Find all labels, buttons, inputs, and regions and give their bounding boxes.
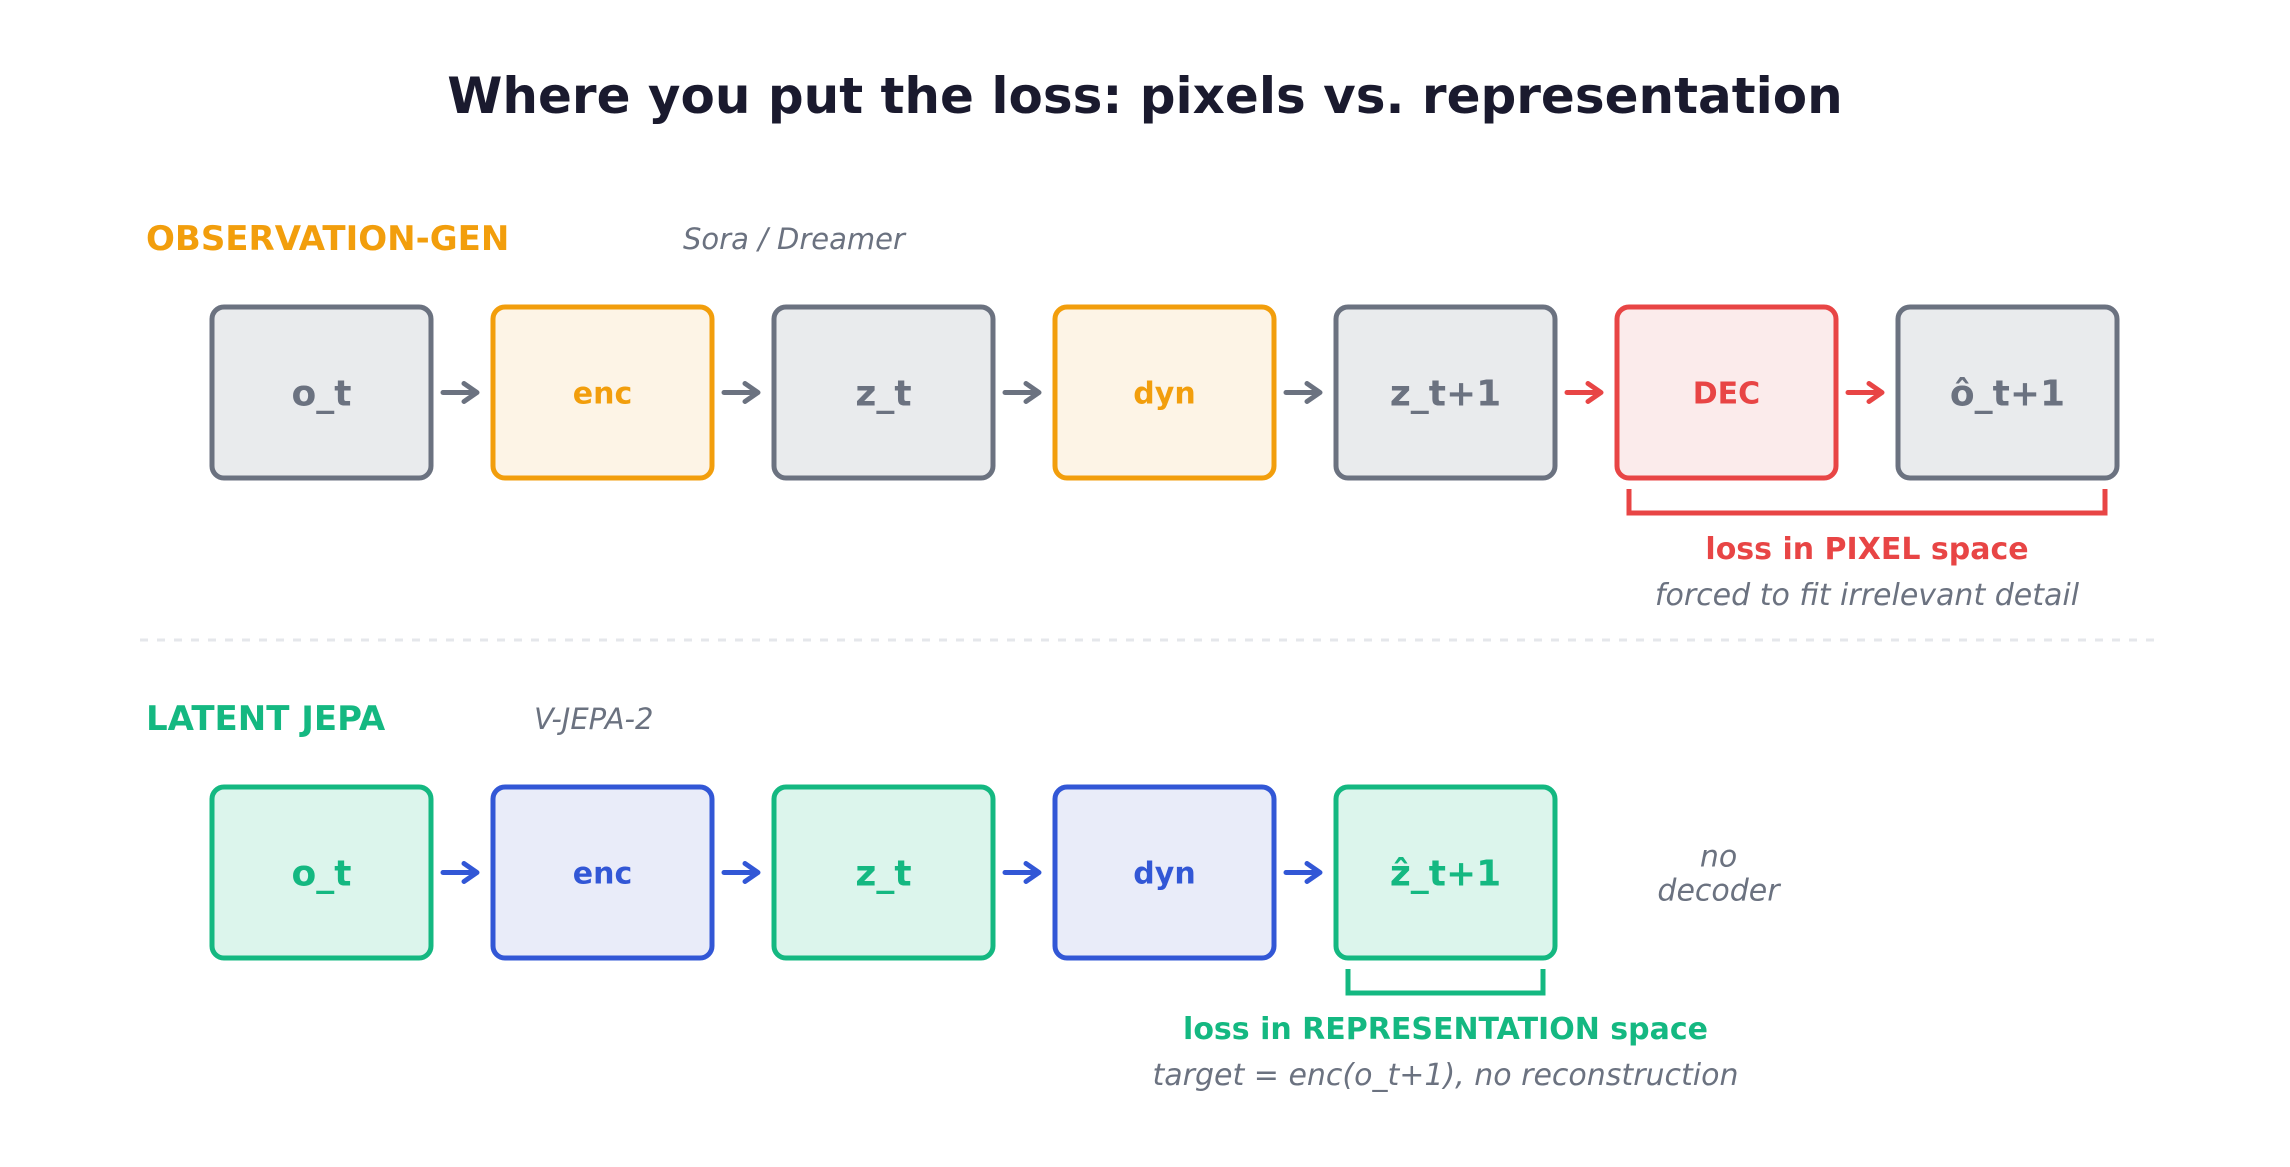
node-z-t-box: z_t bbox=[771, 304, 996, 481]
node-label: ẑ_t+1 bbox=[1390, 854, 1501, 895]
flow-arrow bbox=[1002, 381, 1042, 404]
node-dec-box: DEC bbox=[1614, 304, 1839, 481]
node-label: z_t bbox=[855, 854, 911, 895]
flow-arrow bbox=[1564, 381, 1604, 404]
node-label: o_t bbox=[292, 374, 352, 415]
node-label: z_t+1 bbox=[1390, 374, 1501, 415]
section-subtitle: Sora / Dreamer bbox=[683, 222, 907, 256]
flow-arrow bbox=[1283, 381, 1323, 404]
node-dyn-box: dyn bbox=[1052, 784, 1277, 961]
flow-arrow bbox=[1002, 861, 1042, 884]
node-label: enc bbox=[573, 857, 633, 892]
section-subtitle: V-JEPA-2 bbox=[534, 702, 653, 736]
node-z-t-box: z_t bbox=[771, 784, 996, 961]
flow-arrow bbox=[721, 381, 761, 404]
node-label: o_t bbox=[292, 854, 352, 895]
node-label: dyn bbox=[1133, 377, 1195, 412]
node-enc-box: enc bbox=[490, 304, 715, 481]
node-label: z_t bbox=[855, 374, 911, 415]
node-z-t-1-box: z_t+1 bbox=[1333, 304, 1558, 481]
node-enc-box: enc bbox=[490, 784, 715, 961]
node-t-1-box: ô_t+1 bbox=[1895, 304, 2120, 481]
section-label: OBSERVATION-GEN bbox=[146, 219, 509, 259]
node-o-t-box: o_t bbox=[209, 784, 434, 961]
node-label: enc bbox=[573, 377, 633, 412]
loss-bracket bbox=[1345, 969, 1546, 996]
node-o-t-box: o_t bbox=[209, 304, 434, 481]
node-label: dyn bbox=[1133, 857, 1195, 892]
node-label: DEC bbox=[1693, 377, 1760, 412]
section-observation-gen: OBSERVATION-GEN Sora / Dreamer o_t enc z_t dy… bbox=[146, 219, 2120, 613]
loss-note: forced to fit irrelevant detail bbox=[1655, 578, 2080, 613]
flow-arrow bbox=[721, 861, 761, 884]
loss-label: loss in PIXEL space bbox=[1705, 532, 2028, 567]
node-dyn-box: dyn bbox=[1052, 304, 1277, 481]
loss-bracket bbox=[1626, 489, 2108, 516]
loss-note: target = enc(o_t+1), no reconstruction bbox=[1153, 1058, 1739, 1093]
flow-arrow bbox=[1283, 861, 1323, 884]
loss-label: loss in REPRESENTATION space bbox=[1183, 1012, 1708, 1047]
flow-arrow bbox=[440, 381, 480, 404]
section-latent-jepa: LATENT JEPA V-JEPA-2 o_t enc z_t dyn ẑ_t+1loss… bbox=[146, 699, 1781, 1093]
flow-arrow bbox=[440, 861, 480, 884]
node-label: ô_t+1 bbox=[1950, 374, 2065, 415]
note-line: decoder bbox=[1657, 874, 1781, 909]
section-label: LATENT JEPA bbox=[146, 699, 386, 739]
flow-arrow bbox=[1845, 381, 1885, 404]
node-t-1-box: ẑ_t+1 bbox=[1333, 784, 1558, 961]
diagram-title: Where you put the loss: pixels vs. repre… bbox=[447, 67, 1842, 125]
note-line: no bbox=[1700, 840, 1737, 875]
